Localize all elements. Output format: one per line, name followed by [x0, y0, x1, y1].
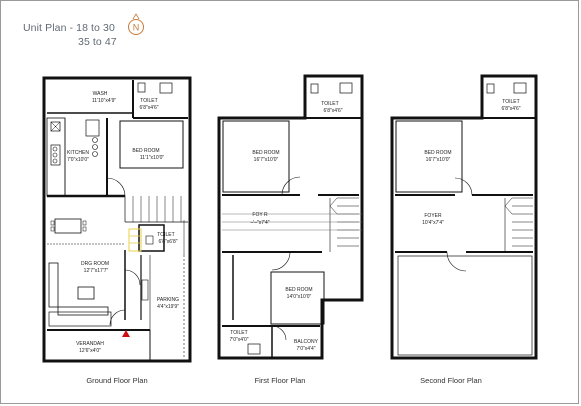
ff-balcony-name: BALCONY: [294, 339, 319, 345]
sf-bedroom-size: 16'7"x10'0": [426, 157, 451, 163]
first-floor-stitch-lines: [222, 213, 362, 231]
gf-kitchen-size: 7'0"x10'0": [67, 157, 89, 163]
ff-toilet-size: 6'8"x4'6": [323, 108, 342, 114]
north-compass-icon: N: [128, 13, 144, 35]
ff-bedroom1-size: 16'7"x10'0": [254, 157, 279, 163]
ff-foyer-size: –'–"x7'4": [250, 220, 269, 226]
ff-toilet2-name: TOILET: [230, 330, 247, 336]
sf-bedroom-name: BED ROOM: [424, 150, 451, 156]
gf-parking-size: 4'4"x19'9": [157, 304, 179, 310]
plan-title-line2: 35 to 47: [78, 36, 117, 48]
ff-toilet2-size: 7'0"x4'0": [229, 337, 248, 343]
gf-wash-name: WASH: [93, 91, 108, 97]
sf-foyer-size: 10'4"x7'4": [422, 220, 444, 226]
gf-drg-size: 12'7"x17'7": [84, 268, 109, 274]
gf-kitchen-name: KITCHEN: [67, 150, 89, 156]
gf-toilet-name: TOILET: [140, 98, 157, 104]
sf-toilet-name: TOILET: [502, 99, 519, 105]
gf-toilet2-name: TOILET: [157, 232, 174, 238]
ff-balcony-size: 7'0"x4'4": [296, 346, 315, 352]
gf-verandah-name: VERANDAH: [76, 341, 104, 347]
gf-wash-size: 11'10"x4'9": [92, 98, 116, 104]
ff-bedroom2-name: BED ROOM: [285, 287, 312, 293]
ff-bedroom2-size: 14'0"x10'0": [287, 294, 312, 300]
gf-toilet-size: 6'8"x4'6": [139, 105, 158, 111]
gf-bedroom-name: BED ROOM: [132, 148, 159, 154]
ff-foyer-name: FOY R: [252, 212, 268, 218]
first-floor-caption: First Floor Plan: [255, 376, 306, 385]
ground-floor-caption: Ground Floor Plan: [86, 376, 147, 385]
sf-toilet-size: 6'8"x4'6": [501, 106, 520, 112]
second-floor-caption: Second Floor Plan: [420, 376, 482, 385]
ff-bedroom1-name: BED ROOM: [252, 150, 279, 156]
gf-verandah-size: 12'6"x4'0": [79, 348, 101, 354]
first-floor-plan: [217, 74, 364, 360]
sf-foyer-name: FOYER: [424, 213, 442, 219]
plan-title-line1: Unit Plan - 18 to 30: [23, 22, 115, 34]
gf-bedroom-size: 11'1"x10'0": [140, 155, 164, 161]
north-label: N: [133, 23, 140, 33]
gf-drg-name: DRG ROOM: [81, 261, 109, 267]
ff-toilet-name: TOILET: [321, 101, 338, 107]
entry-marker-icon: [122, 330, 130, 337]
second-floor-plan: [390, 74, 538, 360]
gf-parking-name: PARKING: [157, 297, 179, 303]
gf-toilet2-size: 6'8"x6'8": [158, 239, 177, 245]
ground-floor-plan: [42, 76, 192, 363]
